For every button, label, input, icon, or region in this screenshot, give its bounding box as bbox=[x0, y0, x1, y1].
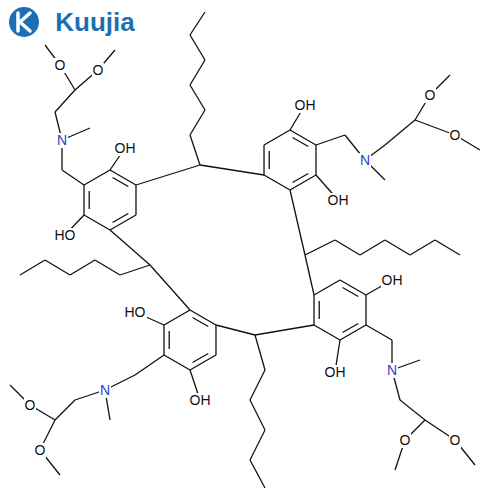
bond-lines bbox=[10, 12, 480, 488]
bond bbox=[316, 135, 345, 145]
bond bbox=[192, 317, 208, 326]
bond bbox=[292, 137, 308, 146]
bond bbox=[400, 400, 425, 420]
bond bbox=[135, 355, 164, 375]
bond bbox=[55, 400, 75, 420]
bond bbox=[435, 240, 460, 255]
watermark-logo: Kuujia bbox=[53, 8, 136, 36]
atom-label: OH bbox=[294, 98, 317, 113]
bond bbox=[84, 170, 110, 185]
bond bbox=[250, 370, 265, 400]
bond bbox=[136, 165, 200, 185]
bond bbox=[255, 335, 265, 370]
atom-label: O bbox=[24, 398, 37, 413]
bond bbox=[250, 400, 265, 430]
bond bbox=[164, 310, 190, 325]
bond bbox=[305, 240, 335, 255]
bond bbox=[250, 430, 265, 460]
bond bbox=[314, 325, 340, 340]
bond bbox=[120, 265, 150, 275]
bond bbox=[95, 260, 120, 275]
bond bbox=[62, 170, 84, 185]
atom-label: N bbox=[359, 153, 371, 168]
bond bbox=[255, 325, 314, 335]
bond bbox=[164, 355, 190, 370]
bond bbox=[315, 145, 316, 175]
atom-label: O bbox=[424, 88, 437, 103]
atom-label: O bbox=[449, 433, 462, 448]
bond bbox=[112, 213, 128, 222]
bond bbox=[216, 325, 255, 335]
bond bbox=[89, 191, 90, 209]
logo-icon bbox=[9, 7, 39, 37]
atom-label: O bbox=[92, 63, 105, 78]
bond bbox=[264, 130, 290, 145]
bond bbox=[110, 230, 150, 265]
bond bbox=[84, 215, 110, 230]
atom-label: OH bbox=[114, 141, 137, 156]
bond bbox=[342, 323, 358, 332]
atom-label: OH bbox=[189, 393, 212, 408]
atom-label: O bbox=[449, 128, 462, 143]
bond bbox=[385, 240, 410, 255]
bond bbox=[335, 240, 360, 255]
atom-label: HO bbox=[124, 305, 147, 320]
bond bbox=[342, 287, 358, 296]
atom-label: N bbox=[386, 363, 398, 378]
bond bbox=[313, 295, 314, 325]
bond bbox=[55, 90, 75, 112]
bond bbox=[150, 265, 190, 310]
atom-label: OH bbox=[324, 365, 347, 380]
bond bbox=[20, 260, 45, 275]
bond bbox=[200, 165, 264, 175]
bond bbox=[190, 110, 205, 135]
bond bbox=[385, 120, 415, 145]
bond bbox=[135, 185, 136, 215]
bond bbox=[410, 240, 435, 255]
bond bbox=[190, 12, 205, 35]
bond bbox=[269, 151, 270, 169]
atom-label: OH bbox=[327, 193, 350, 208]
atom-label: HO bbox=[54, 228, 77, 243]
bond bbox=[263, 145, 264, 175]
bond bbox=[83, 185, 84, 215]
atom-label: N bbox=[99, 383, 111, 398]
bond bbox=[319, 301, 320, 319]
bond bbox=[190, 35, 205, 60]
bond bbox=[70, 260, 95, 275]
bond bbox=[305, 255, 314, 295]
bond bbox=[360, 240, 385, 255]
bond bbox=[290, 190, 305, 255]
bond bbox=[190, 85, 205, 110]
bond bbox=[190, 135, 200, 165]
bond bbox=[292, 173, 308, 182]
bond bbox=[250, 460, 265, 488]
atom-label: O bbox=[34, 443, 47, 458]
atom-label: N bbox=[56, 133, 68, 148]
bond bbox=[314, 280, 340, 295]
atom-label: O bbox=[54, 58, 67, 73]
bond bbox=[366, 325, 392, 340]
atom-label: OH bbox=[381, 273, 404, 288]
bond bbox=[264, 175, 290, 190]
bond bbox=[190, 60, 205, 85]
bond bbox=[215, 325, 216, 355]
bond bbox=[192, 353, 208, 362]
atom-label: O bbox=[399, 433, 412, 448]
bond bbox=[112, 177, 128, 186]
bond bbox=[169, 331, 170, 349]
bond bbox=[365, 295, 366, 325]
bond bbox=[163, 325, 164, 355]
bond bbox=[45, 260, 70, 275]
